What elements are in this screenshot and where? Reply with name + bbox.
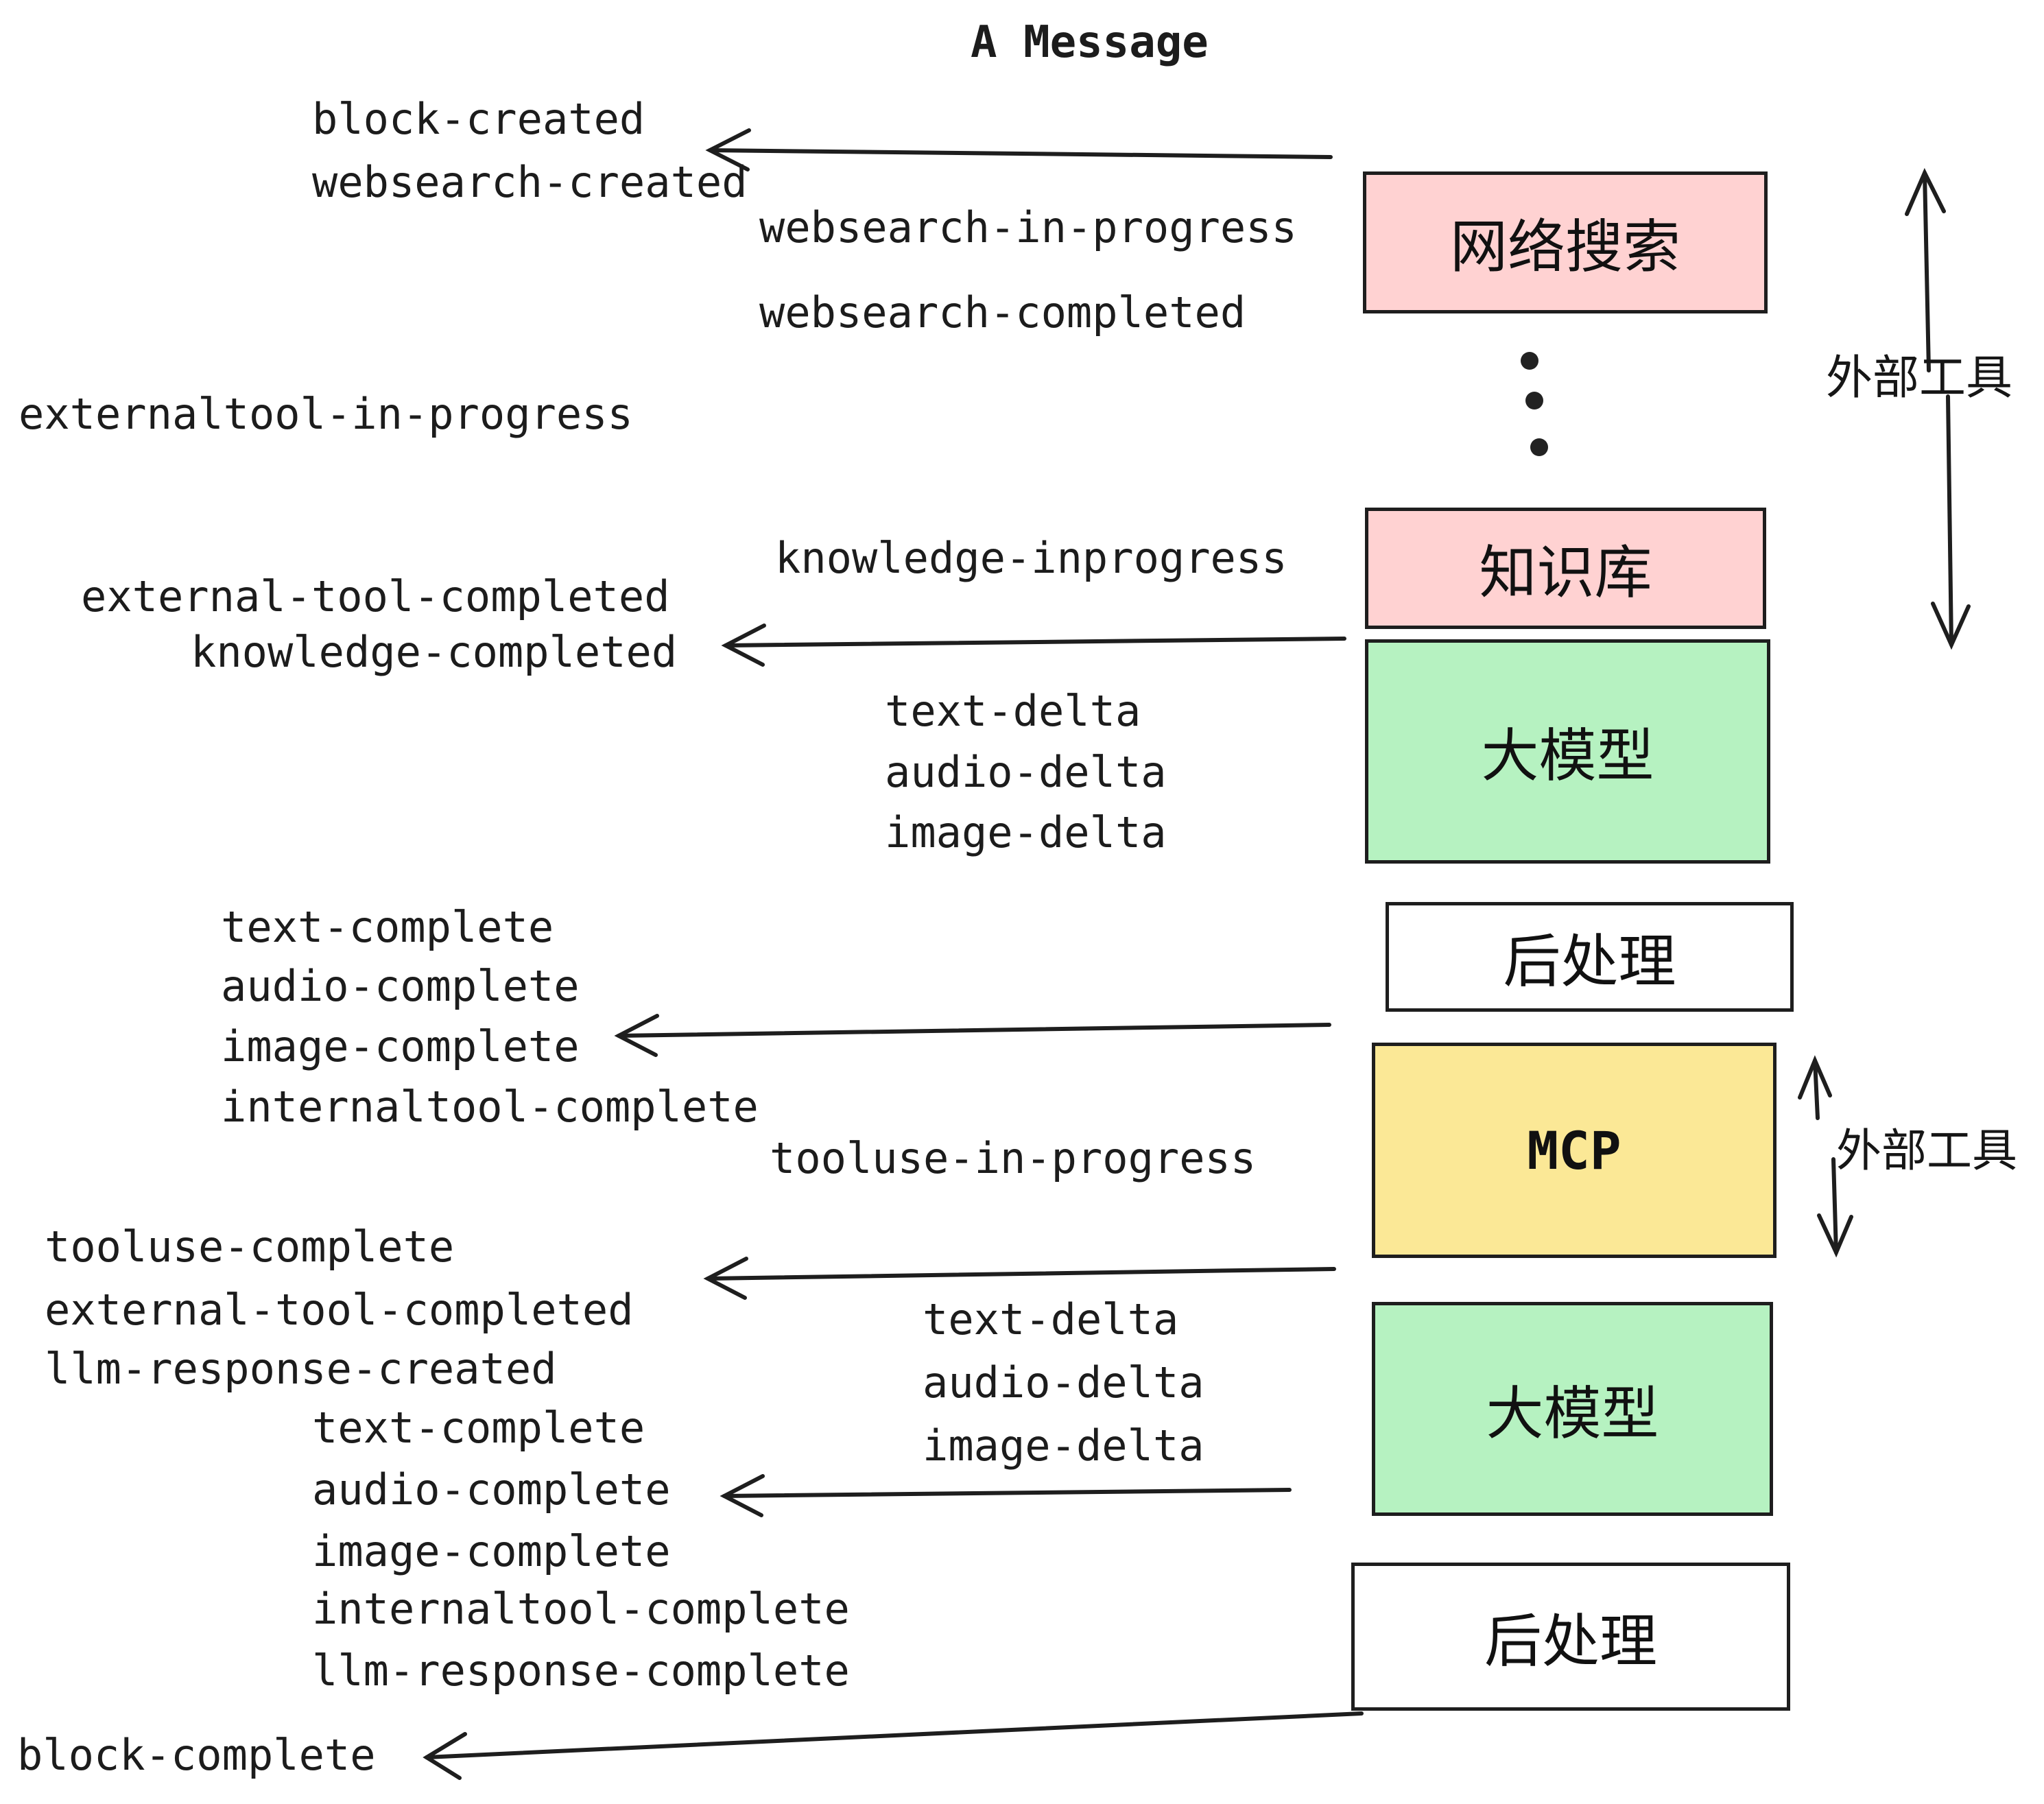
event-audio-delta-1: audio-delta — [885, 747, 1167, 797]
box-mcp: MCP — [1372, 1043, 1776, 1258]
box-post-bottom-label: 后处理 — [1484, 1607, 1657, 1675]
arrow-external-tools-top-down — [1931, 394, 1971, 650]
event-text-complete-2: text-complete — [312, 1403, 645, 1453]
event-audio-complete-2: audio-complete — [312, 1464, 671, 1515]
box-llm-top-label: 大模型 — [1481, 722, 1654, 790]
event-image-delta-2: image-delta — [923, 1421, 1204, 1471]
event-text-delta-1: text-delta — [885, 686, 1141, 736]
event-audio-complete-1: audio-complete — [221, 961, 580, 1011]
box-llm-top: 大模型 — [1365, 639, 1770, 864]
ellipsis-dots — [1521, 352, 1548, 456]
arrow-block-complete — [423, 1711, 1364, 1780]
label-external-tools-top: 外部工具 — [1826, 351, 2013, 405]
arrow-tooluse-complete — [703, 1257, 1336, 1300]
event-text-delta-2: text-delta — [923, 1294, 1179, 1344]
event-audio-delta-2: audio-delta — [923, 1357, 1204, 1408]
event-websearch-created: websearch-created — [312, 157, 748, 207]
box-mcp-label: MCP — [1527, 1119, 1621, 1181]
box-llm-bottom-label: 大模型 — [1486, 1379, 1659, 1447]
event-block-created: block-created — [312, 94, 645, 144]
box-knowledge-label: 知识库 — [1479, 539, 1652, 606]
arrow-audio-complete — [720, 1474, 1292, 1517]
box-knowledge: 知识库 — [1365, 508, 1766, 629]
diagram-title: A Message — [971, 17, 1209, 68]
event-tooluse-in-progress: tooluse-in-progress — [770, 1133, 1257, 1183]
box-post-bottom: 后处理 — [1351, 1563, 1790, 1711]
event-websearch-in-progress: websearch-in-progress — [759, 202, 1297, 252]
event-internaltool-complete-1: internaltool-complete — [221, 1082, 759, 1132]
event-image-delta-1: image-delta — [885, 807, 1167, 857]
event-llm-response-complete: llm-response-complete — [312, 1646, 850, 1696]
event-tooluse-complete: tooluse-complete — [45, 1222, 455, 1272]
arrow-knowledge-completed — [721, 624, 1346, 667]
label-external-tools-middle: 外部工具 — [1836, 1124, 2017, 1177]
arrow-external-tools-mid-up — [1798, 1055, 1832, 1120]
event-knowledge-completed: knowledge-completed — [191, 627, 678, 677]
box-post-top-label: 后处理 — [1503, 927, 1676, 995]
box-llm-bottom: 大模型 — [1372, 1302, 1773, 1516]
event-image-complete-1: image-complete — [221, 1021, 580, 1071]
event-external-tool-completed-2: external-tool-completed — [45, 1285, 634, 1335]
box-post-top: 后处理 — [1386, 902, 1794, 1012]
event-external-tool-completed: external-tool-completed — [81, 571, 670, 621]
event-text-complete-1: text-complete — [221, 902, 554, 952]
event-websearch-completed: websearch-completed — [759, 287, 1246, 337]
box-websearch-label: 网络搜索 — [1449, 213, 1680, 281]
event-internaltool-complete-2: internaltool-complete — [312, 1584, 850, 1634]
event-image-complete-2: image-complete — [312, 1526, 671, 1576]
arrow-block-created — [705, 128, 1333, 171]
box-websearch: 网络搜索 — [1363, 171, 1768, 313]
arrow-image-complete — [614, 1014, 1331, 1057]
event-block-complete: block-complete — [17, 1730, 376, 1780]
event-externaltool-in-progress: externaltool-in-progress — [19, 389, 633, 439]
event-knowledge-inprogress: knowledge-inprogress — [775, 533, 1287, 583]
event-llm-response-created: llm-response-created — [45, 1344, 557, 1394]
